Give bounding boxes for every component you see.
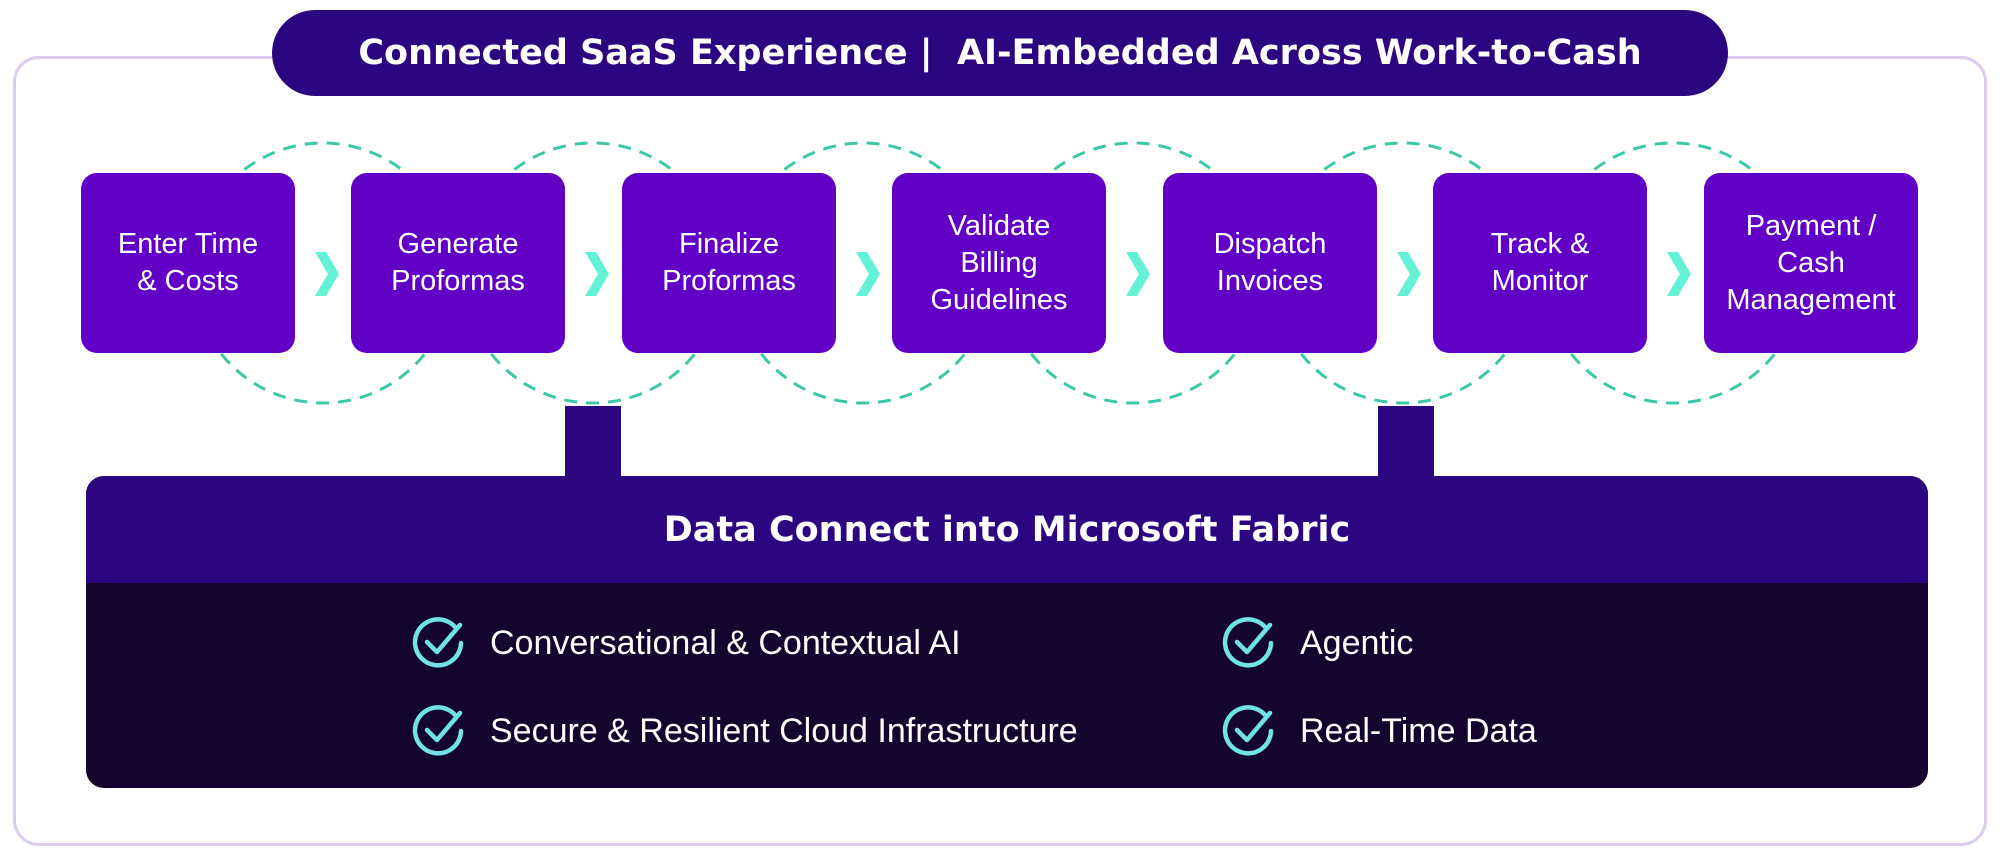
step-generate-proformas: Generate Proformas bbox=[351, 173, 565, 353]
chevron-right-icon bbox=[315, 252, 339, 296]
fabric-connector-left bbox=[565, 406, 621, 478]
check-circle-icon bbox=[412, 617, 464, 668]
feature-label: Conversational & Contextual AI bbox=[490, 623, 961, 662]
step-payment-cash: Payment / Cash Management bbox=[1704, 173, 1918, 353]
feature-label: Real-Time Data bbox=[1300, 711, 1537, 750]
chevron-right-icon bbox=[1126, 252, 1150, 296]
fabric-panel: Data Connect into Microsoft Fabric Conve… bbox=[86, 476, 1928, 788]
step-validate-billing: Validate Billing Guidelines bbox=[892, 173, 1106, 353]
step-track-monitor: Track & Monitor bbox=[1433, 173, 1647, 353]
step-finalize-proformas: Finalize Proformas bbox=[622, 173, 836, 353]
chevron-right-icon bbox=[1397, 252, 1421, 296]
check-circle-icon bbox=[412, 705, 464, 756]
step-dispatch-invoices: Dispatch Invoices bbox=[1163, 173, 1377, 353]
check-circle-icon bbox=[1222, 705, 1274, 756]
chevron-right-icon bbox=[1667, 252, 1691, 296]
fabric-panel-title: Data Connect into Microsoft Fabric bbox=[86, 476, 1928, 583]
step-enter-time-costs: Enter Time & Costs bbox=[81, 173, 295, 353]
feature-item-cloud-infrastructure: Secure & Resilient Cloud Infrastructure bbox=[412, 704, 1078, 758]
feature-label: Secure & Resilient Cloud Infrastructure bbox=[490, 711, 1078, 750]
feature-item-agentic: Agentic bbox=[1222, 616, 1413, 670]
chevron-right-icon bbox=[856, 252, 880, 296]
feature-item-real-time-data: Real-Time Data bbox=[1222, 704, 1537, 758]
check-circle-icon bbox=[1222, 617, 1274, 668]
diagram-title: Connected SaaS Experience | AI-Embedded … bbox=[272, 10, 1728, 96]
chevron-right-icon bbox=[585, 252, 609, 296]
feature-label: Agentic bbox=[1300, 623, 1414, 662]
feature-item-conversational-ai: Conversational & Contextual AI bbox=[412, 616, 961, 670]
fabric-connector-right bbox=[1378, 406, 1434, 478]
